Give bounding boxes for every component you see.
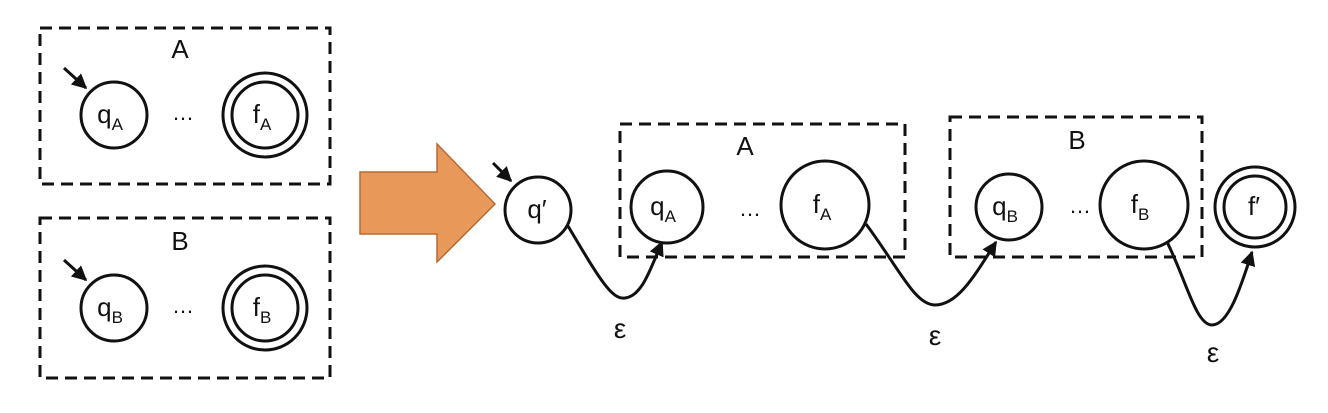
epsilon-label-1: ε <box>614 313 626 344</box>
ellipsis: … <box>172 100 194 125</box>
right-machine-b-boundary <box>948 115 1204 259</box>
epsilon-label-2: ε <box>929 320 941 351</box>
start-arrow <box>62 66 88 90</box>
state-label: qA <box>97 99 123 134</box>
right-state-fa <box>779 159 871 251</box>
new-start-state <box>503 175 573 245</box>
start-arrow <box>62 258 88 282</box>
machine-b-label: B <box>171 226 188 256</box>
start-state-qa <box>79 80 149 150</box>
state-label: fB <box>1131 189 1150 224</box>
transform-arrow-icon <box>359 142 497 264</box>
new-final-label: f′ <box>1248 191 1260 221</box>
new-final-state-inner <box>1222 174 1288 240</box>
right-machine-a-label: A <box>736 131 754 161</box>
state-label: fA <box>253 99 272 134</box>
epsilon-edge-1 <box>566 225 664 300</box>
right-start-state-qa <box>629 169 705 245</box>
right-start-state-qb <box>974 172 1044 242</box>
state-label: qB <box>97 292 123 327</box>
epsilon-label-3: ε <box>1207 337 1219 368</box>
new-start-arrow <box>491 161 513 183</box>
state-label: qB <box>992 191 1018 226</box>
final-state-fa-inner <box>230 80 300 150</box>
start-state-qb <box>79 273 149 343</box>
right-machine-a-boundary <box>618 122 907 259</box>
state-label: fA <box>813 189 832 224</box>
right-state-fb <box>1098 159 1190 251</box>
state-label: fB <box>253 292 272 327</box>
state-label: qA <box>650 191 676 226</box>
machine-b-boundary <box>38 216 332 380</box>
final-state-fb-inner <box>230 273 300 343</box>
right-machine-b-label: B <box>1068 125 1085 155</box>
new-start-label: q′ <box>527 194 546 224</box>
ellipsis: … <box>739 196 761 221</box>
ellipsis: … <box>172 293 194 318</box>
machine-a-label: A <box>171 34 189 64</box>
ellipsis: … <box>1069 193 1091 218</box>
epsilon-edge-2 <box>864 223 998 307</box>
left-machine-b: B qB … fB <box>38 216 332 380</box>
left-machine-a: A qA … fA <box>38 26 332 186</box>
machine-a-boundary <box>38 26 332 186</box>
epsilon-edge-3 <box>1162 235 1256 327</box>
